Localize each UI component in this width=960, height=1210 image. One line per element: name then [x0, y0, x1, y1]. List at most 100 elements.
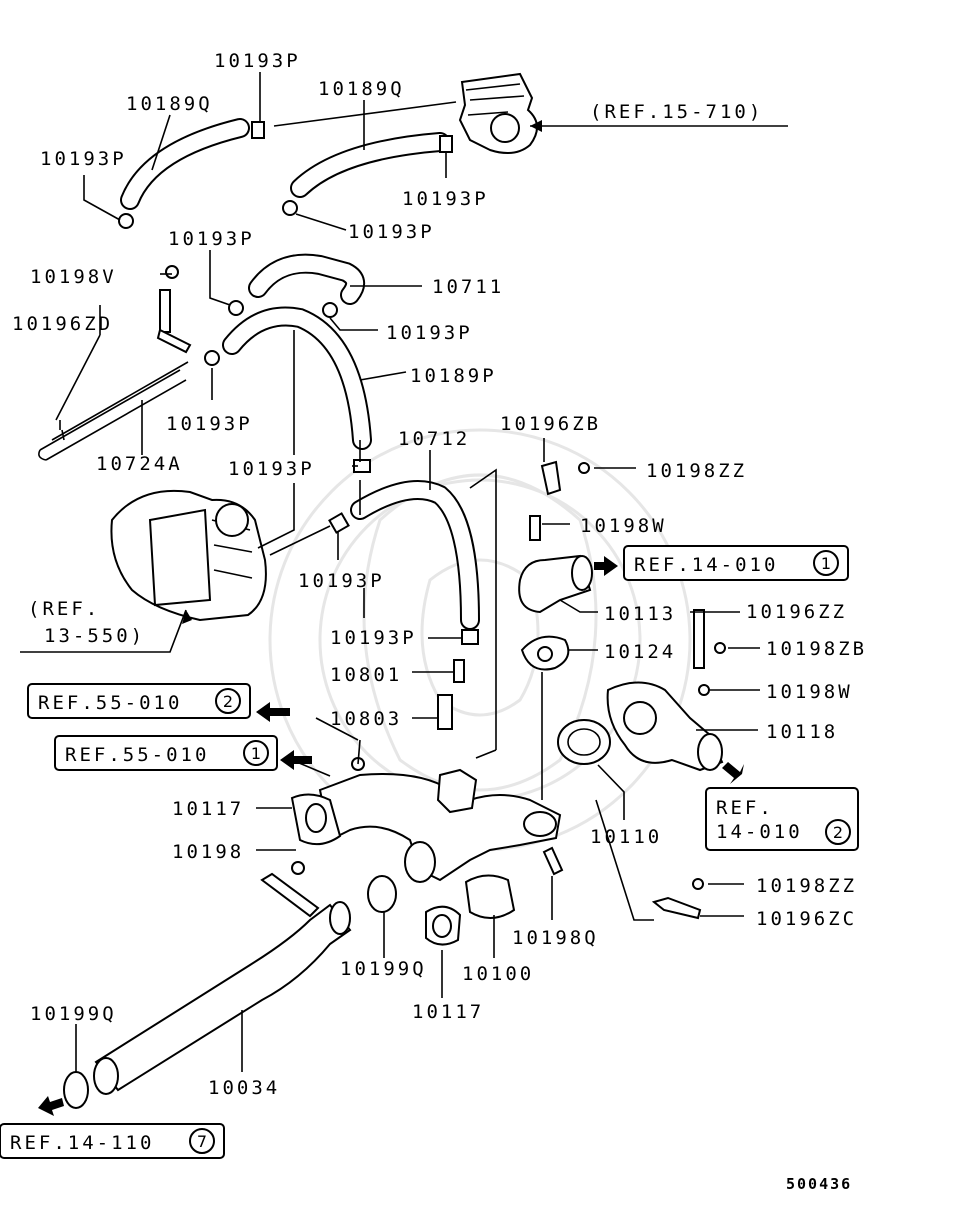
part-label: 10198ZB	[766, 638, 867, 660]
part-label: 10193P	[214, 50, 301, 72]
ref-box-55-010-2[interactable]: REF.55-010 2	[27, 683, 251, 719]
part-label: 10189Q	[126, 93, 213, 115]
part-label: 10199Q	[340, 958, 427, 980]
svg-text:14-010: 14-010	[716, 821, 803, 843]
gasket-10117-bottom	[425, 905, 462, 946]
leader-lines	[55, 72, 760, 1072]
part-label: 10196ZB	[500, 413, 601, 435]
ref-box-14-110-7[interactable]: REF.14-110 7	[0, 1123, 225, 1159]
part-label: 10193P	[40, 148, 127, 170]
clamp-10193P-d	[282, 200, 298, 216]
throttle-body-top	[458, 72, 538, 155]
bolt-10198W-a	[529, 515, 541, 541]
part-label: 10198Q	[512, 927, 599, 949]
oring-10199Q	[367, 875, 397, 913]
part-label: 10196ZZ	[746, 601, 847, 623]
svg-text:7: 7	[197, 1132, 207, 1151]
part-label: 10198ZZ	[756, 875, 857, 897]
part-label: 10199Q	[30, 1003, 117, 1025]
gasket-10117-left	[290, 793, 342, 846]
hose-10189Q-right	[290, 132, 450, 198]
svg-text:REF.14-110: REF.14-110	[10, 1132, 154, 1154]
bolt-10198Q	[542, 846, 564, 876]
clamp-10193P-a	[251, 121, 265, 139]
sensor-10803	[437, 694, 453, 730]
ref-box-14-010-2[interactable]: REF. 14-010 2	[705, 787, 859, 851]
part-label: 10117	[172, 798, 244, 820]
hose-10189Q-left	[120, 118, 250, 210]
bracket-10196ZB	[540, 460, 562, 496]
bolt-10198ZZ-top	[578, 462, 590, 474]
part-label: 10118	[766, 721, 838, 743]
part-label: 10724A	[96, 453, 183, 475]
pipe-10034	[93, 872, 352, 1095]
part-label: 10198V	[30, 266, 117, 288]
ref-box-55-010-1[interactable]: REF.55-010 1	[54, 735, 278, 771]
bracket-10196ZZ	[693, 609, 705, 669]
ref-label: (REF.	[28, 598, 100, 620]
svg-text:1: 1	[821, 554, 831, 573]
part-label: 10100	[462, 963, 534, 985]
bracket-10196ZC	[651, 896, 702, 920]
clamp-10193P-c	[118, 213, 134, 229]
part-label: 10193P	[228, 458, 315, 480]
part-label: 10712	[398, 428, 470, 450]
oring-10199Q-bottom	[63, 1071, 89, 1109]
part-label: 10198ZZ	[646, 460, 747, 482]
thermostat-10110	[557, 719, 611, 765]
part-label: 10193P	[298, 570, 385, 592]
bolt-10198ZB	[714, 642, 726, 654]
clamp-10193P-g	[204, 350, 220, 366]
part-label: 10113	[604, 603, 676, 625]
svg-text:1: 1	[251, 744, 261, 763]
hose-10711	[248, 253, 366, 305]
clamp-10193P-b	[439, 135, 453, 153]
diagram-code: 500436	[786, 1175, 852, 1193]
reference-labels: (REF.15-710) (REF. 13-550) REF.55-010 2 …	[0, 101, 859, 1159]
bolt-10198W-b	[698, 684, 710, 696]
svg-text:2: 2	[833, 823, 843, 842]
part-labels: 10193P 10189Q 10189Q 10193P 10193P 10193…	[12, 50, 867, 1099]
fitting-10113	[518, 554, 593, 614]
part-label: 10189Q	[318, 78, 405, 100]
part-label: 10803	[330, 708, 402, 730]
part-label: 10124	[604, 641, 676, 663]
part-label: 10034	[208, 1077, 280, 1099]
gasket-10124	[520, 635, 570, 671]
clamp-10193P-f	[322, 302, 338, 318]
part-label: 10198	[172, 841, 244, 863]
part-label: 10117	[412, 1001, 484, 1023]
part-label: 10193P	[168, 228, 255, 250]
hose-10189P	[222, 306, 372, 450]
hose-10712	[350, 480, 480, 630]
part-label: 10196ZC	[756, 908, 857, 930]
sensor-10801	[453, 659, 465, 683]
throttle-body-middle	[110, 489, 267, 622]
ref-box-14-010-1[interactable]: REF.14-010 1	[623, 545, 849, 581]
part-label: 10193P	[348, 221, 435, 243]
flange-10100	[464, 874, 516, 919]
ref-label: 13-550)	[44, 625, 145, 647]
clamp-10193P-e	[228, 300, 244, 316]
part-label: 10198W	[580, 515, 667, 537]
flow-arrows	[38, 556, 744, 1116]
ref-label: (REF.15-710)	[590, 101, 763, 123]
part-label: 10711	[432, 276, 504, 298]
bolt-10198	[291, 861, 305, 875]
manifold-10100	[318, 757, 562, 883]
part-label: 10189P	[410, 365, 497, 387]
pipe-10724A	[38, 265, 192, 461]
part-label: 10196ZD	[12, 313, 113, 335]
outlet-10118	[606, 681, 724, 772]
part-label: 10193P	[386, 322, 473, 344]
svg-text:REF.14-010: REF.14-010	[634, 554, 778, 576]
part-label: 10193P	[330, 627, 417, 649]
part-label: 10193P	[402, 188, 489, 210]
svg-text:2: 2	[223, 692, 233, 711]
part-label: 10193P	[166, 413, 253, 435]
svg-text:REF.: REF.	[716, 797, 774, 819]
part-label: 10801	[330, 664, 402, 686]
clamp-10193P-i	[328, 512, 350, 534]
svg-text:REF.55-010: REF.55-010	[65, 744, 209, 766]
